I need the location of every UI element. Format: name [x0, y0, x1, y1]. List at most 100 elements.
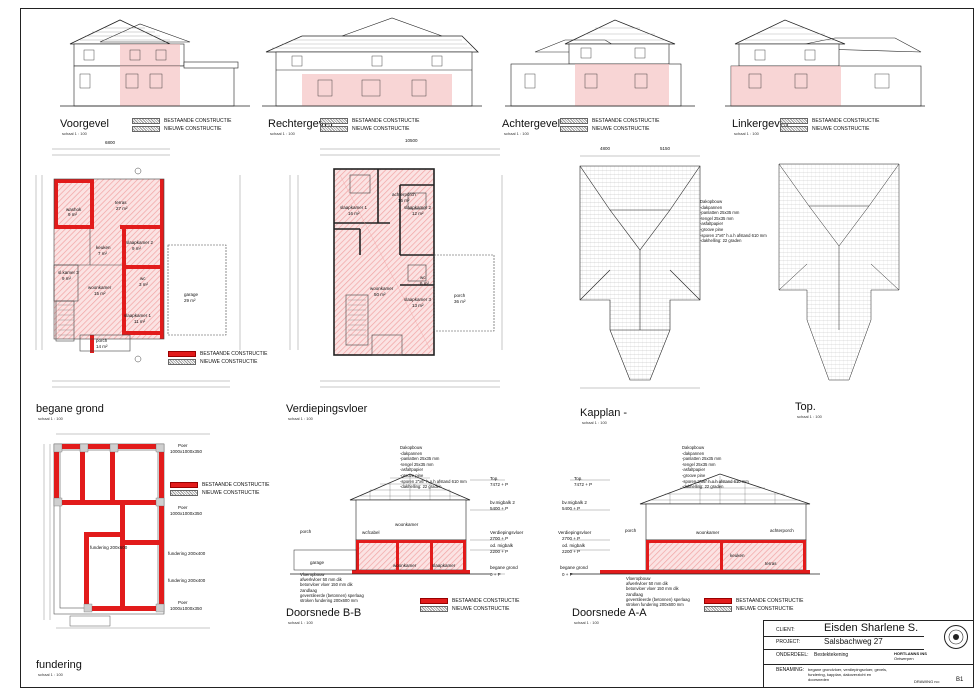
drawing-no-label: DRAWING no: [914, 679, 940, 684]
aa-level-begane-val: 0 + P [562, 572, 573, 577]
kapplan-dim-2: 5150 [660, 146, 671, 151]
legend-label: BESTAANDE CONSTRUCTIE [202, 482, 270, 488]
hatch-swatch [780, 126, 808, 132]
note-line: zandlaag [626, 591, 643, 597]
hatch-swatch [420, 606, 448, 612]
room-slaapkamer1: slaapkamer 1 [124, 313, 152, 318]
room-garage-area: 29 m² [184, 298, 196, 303]
roof-note-bb: Dakopbouw -dakpannen -panlatten 25x35 mm… [400, 445, 467, 490]
office-name: HORTLANNS INS [894, 651, 927, 656]
legend-fundering: BESTAANDE CONSTRUCTIE NIEUWE CONSTRUCTIE [170, 482, 269, 496]
room-washok-area: 9 m² [68, 212, 77, 217]
upper-room-slaapkamer3: slaapkamer 3 [404, 297, 432, 302]
plan-kapplan [579, 155, 701, 389]
legend-achtergevel: BESTAANDE CONSTRUCTIE NIEUWE CONSTRUCTIE [560, 118, 659, 132]
plan-begane-grond [35, 148, 241, 388]
room-slkamer3: sl.kamer 3 [58, 270, 79, 275]
legend-label: NIEUWE CONSTRUCTIE [592, 126, 650, 132]
note-line: betonvloer vloer 150 mm dik [300, 582, 353, 588]
poer-dim-3: 1000x1000x350 [170, 606, 203, 611]
note-line: -panlatten 25x35 mm [700, 210, 740, 216]
hatch-swatch [704, 606, 732, 612]
vloer-note-aa: Vloeropbouw afwerkvloer 50 mm dik betonv… [626, 576, 690, 607]
title-top: Top. [795, 401, 816, 413]
legend-label: BESTAANDE CONSTRUCTIE [452, 598, 520, 604]
legend-label: NIEUWE CONSTRUCTIE [202, 490, 260, 496]
legend-label: NIEUWE CONSTRUCTIE [736, 606, 794, 612]
room-keuken: keuken [96, 245, 111, 250]
aa-level-begane: begane grond [560, 565, 588, 570]
legend-label: NIEUWE CONSTRUCTIE [352, 126, 410, 132]
scale-fundering: schaal 1 : 100 [38, 672, 63, 677]
scale-rechtergevel: schaal 1 : 100 [270, 131, 295, 136]
aa-level-top: Top. [574, 476, 583, 481]
title-linkergevel: Linkergevel [732, 118, 789, 130]
note-line: -dakhelling: 22 graden [400, 484, 442, 490]
legend-voorgevel: BESTAANDE CONSTRUCTIE NIEUWE CONSTRUCTIE [132, 118, 231, 132]
note-line: afwerkvloer 50 mm dik [626, 581, 668, 587]
bb-level-bv: bv.migbalk 2 [490, 500, 515, 505]
hatch-swatch [320, 118, 348, 124]
aa-room-woonkamer: woonkamer [696, 530, 720, 535]
upper-room-porch-area: 36 m² [454, 299, 466, 304]
title-voorgevel: Voorgevel [60, 118, 109, 130]
bb-room-woonkamer: woonkamer [395, 522, 419, 527]
note-line: -dakhelling: 22 graden [700, 238, 742, 244]
note-title: Dakopbouw [700, 199, 723, 204]
red-swatch [170, 482, 198, 488]
note-line: -panlatten 25x35 mm [682, 456, 722, 462]
room-slaapkamer1-area: 11 m² [134, 319, 146, 324]
scale-linkergevel: schaal 1 : 100 [734, 131, 759, 136]
note-line: -groove pine [682, 472, 706, 478]
note-line: -asfaltpapier [682, 467, 706, 473]
bb-level-verd: Verdiepingsvloer [490, 530, 524, 535]
fundering-label-a: fundering 200x400 [168, 551, 206, 556]
bb-level-begane-val: 0 + P [490, 572, 501, 577]
onderdeel-value: Bestektekening [814, 652, 849, 658]
upper-room-wc-area: 6 m² [420, 281, 429, 286]
room-wc-area: 3 m² [139, 282, 148, 287]
note-line: -tengel 25x35 mm [682, 461, 716, 467]
section-bb [290, 473, 505, 575]
hatch-swatch [132, 126, 160, 132]
project-label: PROJECT: [776, 639, 801, 645]
red-swatch [168, 351, 196, 357]
room-porch: porch [96, 338, 108, 343]
upper-room-woonkamer: woonkamer [370, 286, 394, 291]
hatch-swatch [168, 359, 196, 365]
legend-label: BESTAANDE CONSTRUCTIE [164, 118, 232, 124]
bb-level-top: Top. [490, 476, 499, 481]
plan-fundering [43, 433, 210, 629]
note-line: Vloeropbouw [300, 572, 325, 577]
elevation-linkergevel [725, 19, 925, 107]
note-line: -tengel 25x35 mm [400, 461, 434, 467]
elevation-rechtergevel [262, 17, 482, 107]
roof-note-aa: Dakopbouw -dakpannen -panlatten 25x35 mm… [682, 445, 749, 490]
title-block: CLIENT: Eisden Sharlene S. PROJECT: Sals… [763, 620, 973, 687]
title-doorsnede-aa: Doorsnede A-A [572, 607, 647, 619]
hatch-swatch [170, 490, 198, 496]
note-line: -tengel 25x35 mm [700, 215, 734, 221]
note-line: -sporen 2"x6" h.o.h afstand 610 mm [682, 478, 749, 484]
dim-top-upper: 10500 [405, 138, 418, 143]
elevation-achtergevel [505, 19, 695, 107]
room-slaapkamer2: slaapkamer 2 [126, 240, 154, 245]
poer-dim-1: 1000x1000x350 [170, 449, 203, 454]
room-woonkamer: woonkamer [88, 285, 112, 290]
tb-divider [764, 636, 924, 637]
red-swatch [704, 598, 732, 604]
section-aa [570, 473, 820, 575]
upper-room-slaapkamer2: slaapkamer 2 [404, 205, 432, 210]
sheet-border [20, 8, 974, 688]
hatch-swatch [560, 126, 588, 132]
note-line: zandlaag [300, 587, 317, 593]
upper-room-slaapkamer1: slaapkamer 1 [340, 205, 368, 210]
legend-label: BESTAANDE CONSTRUCTIE [200, 351, 268, 357]
onderdeel-label: ONDERDEEL: [776, 652, 809, 658]
vloer-note-bb: Vloeropbouw afwerkvloer 50 mm dik betonv… [300, 572, 364, 603]
aa-room-keuken: keuken [730, 553, 745, 558]
scale-begane-grond: schaal 1 : 100 [38, 416, 63, 421]
bb-room-woonkamer2: woonkamer [393, 563, 417, 568]
legend-label: BESTAANDE CONSTRUCTIE [352, 118, 420, 124]
project-name: Salsbachweg 27 [824, 637, 883, 646]
